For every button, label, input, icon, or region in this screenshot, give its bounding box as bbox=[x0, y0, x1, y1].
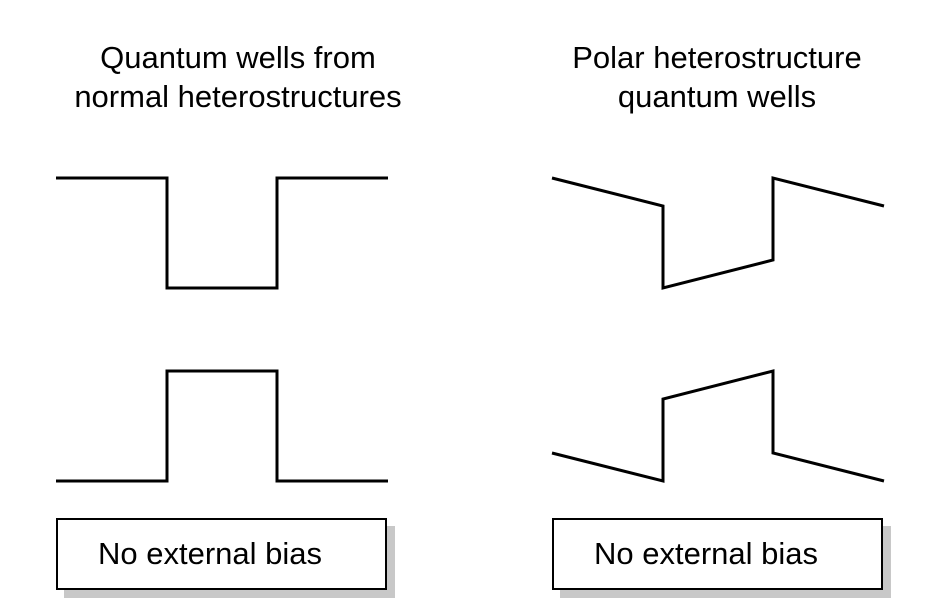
polar-conduction-band-well bbox=[551, 176, 885, 290]
polar-heterostructure-title: Polar heterostructure quantum wells bbox=[507, 38, 926, 116]
no-external-bias-label-left: No external bias bbox=[56, 518, 387, 590]
polar-valence-band-barrier bbox=[551, 369, 885, 483]
normal-wells-group bbox=[56, 176, 388, 483]
title-line-2: normal heterostructures bbox=[74, 79, 402, 114]
normal-heterostructure-title: Quantum wells from normal heterostructur… bbox=[28, 38, 448, 116]
title-line-1: Quantum wells from bbox=[100, 40, 376, 75]
normal-conduction-band-well bbox=[56, 176, 388, 290]
no-external-bias-label-right: No external bias bbox=[552, 518, 883, 590]
polar-wells-group bbox=[551, 176, 885, 483]
title-line-1: Polar heterostructure bbox=[572, 40, 862, 75]
normal-valence-band-barrier bbox=[56, 369, 388, 483]
title-line-2: quantum wells bbox=[617, 79, 817, 114]
